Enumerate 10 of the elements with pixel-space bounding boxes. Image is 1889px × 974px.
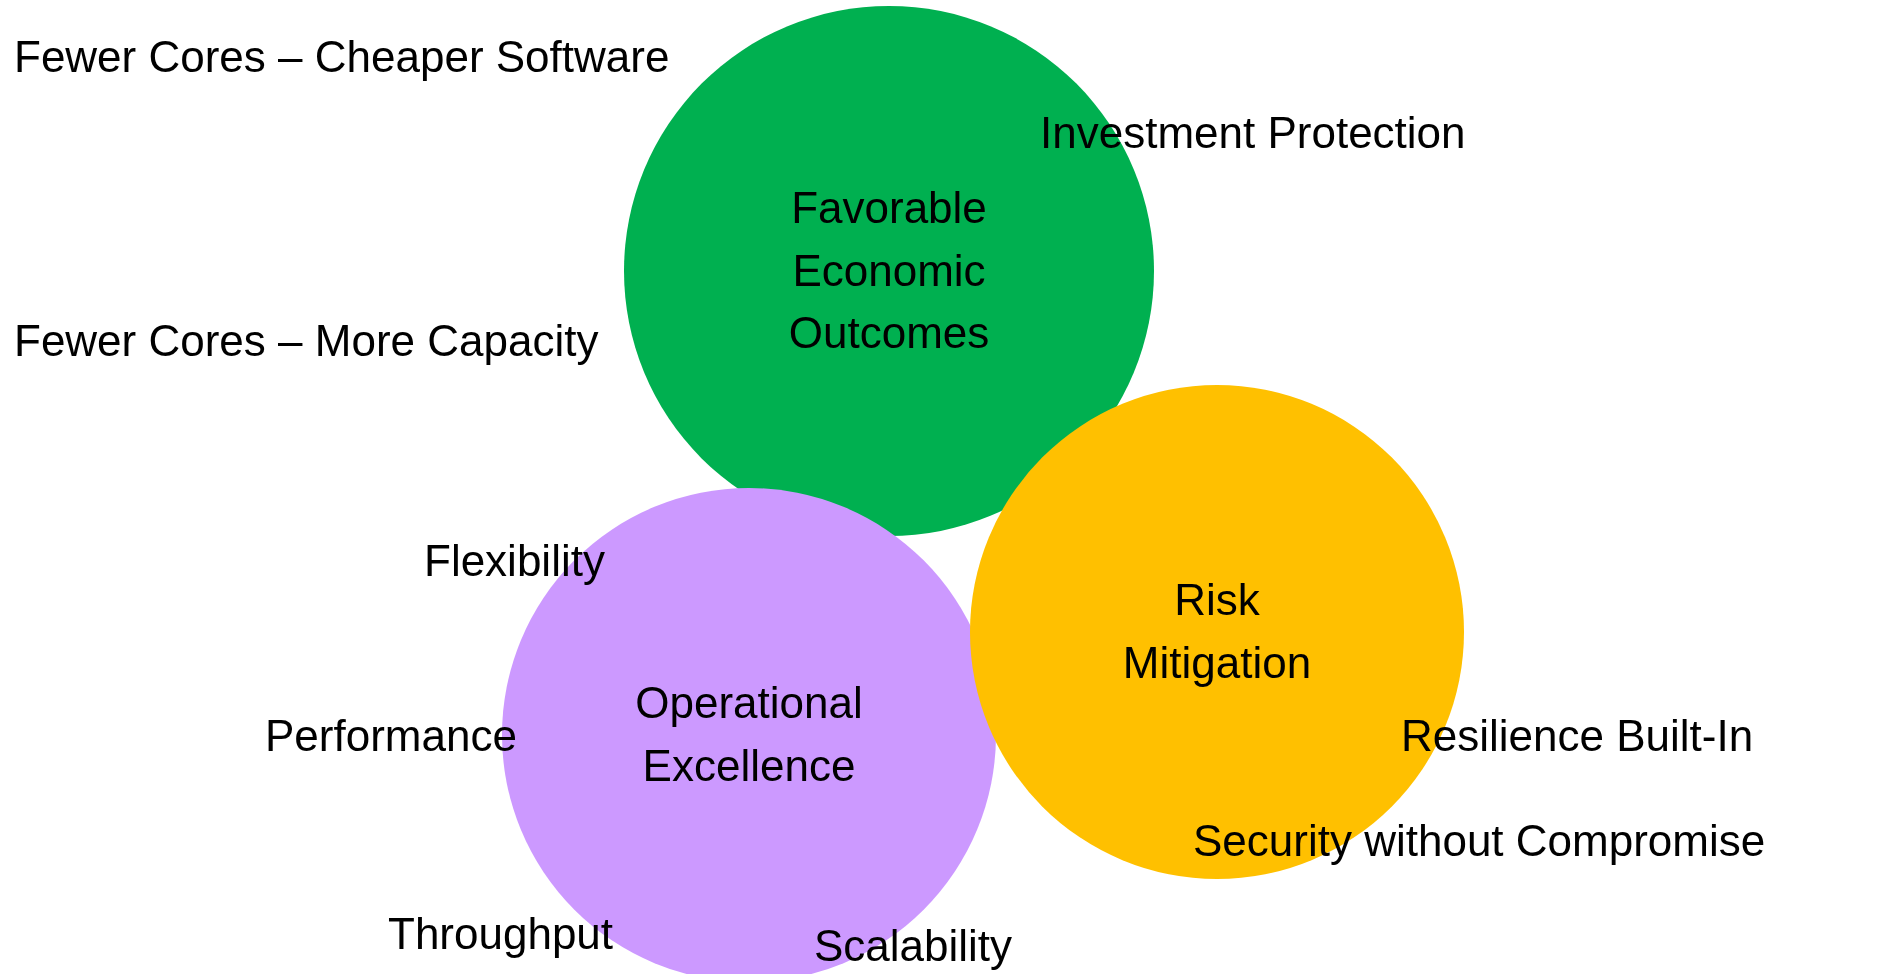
circle-label: Operational Excellence — [634, 677, 864, 792]
benefit-label: Scalability — [814, 920, 1013, 972]
benefit-label: Performance — [265, 710, 517, 762]
benefit-label: Throughput — [388, 908, 614, 960]
benefit-label: Flexibility — [424, 535, 605, 587]
benefit-label: Security without Compromise — [1193, 815, 1766, 867]
benefit-label: Fewer Cores – Cheaper Software — [14, 31, 670, 83]
circle-label: Risk Mitigation — [1121, 574, 1313, 689]
circle-label: Favorable Economic Outcomes — [787, 181, 991, 360]
benefit-label: Fewer Cores – More Capacity — [14, 315, 599, 367]
